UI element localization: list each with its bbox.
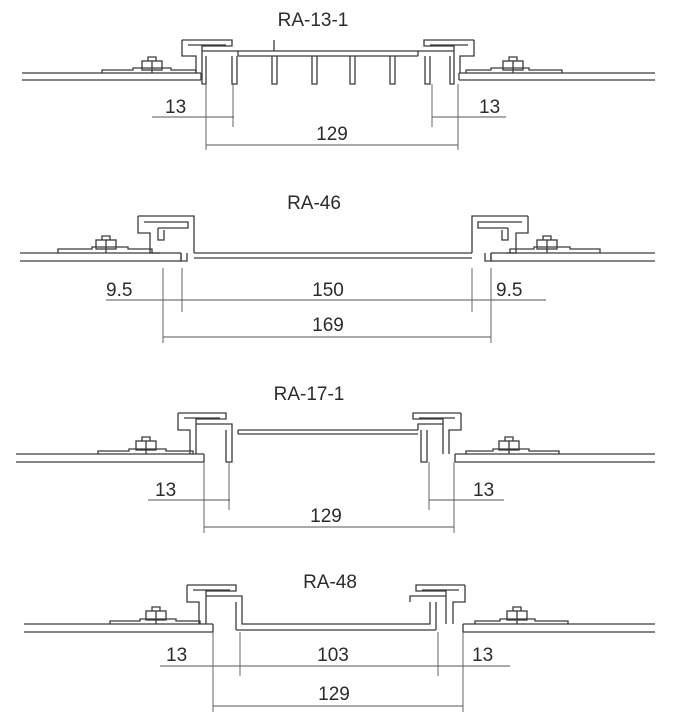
inner-dimension: 150 bbox=[312, 280, 344, 301]
ceiling-slab-left bbox=[20, 252, 182, 262]
frame-left bbox=[181, 39, 239, 85]
dimension-lines bbox=[152, 84, 506, 150]
frame-left bbox=[186, 584, 243, 630]
total-dimension: 169 bbox=[312, 315, 344, 336]
right-dimension: 9.5 bbox=[496, 280, 522, 301]
anchor-bolt-left bbox=[109, 606, 201, 624]
left-dimension: 13 bbox=[165, 97, 186, 118]
grille-fins bbox=[231, 40, 431, 85]
left-dimension: 9.5 bbox=[106, 280, 132, 301]
dimension-lines bbox=[148, 462, 504, 533]
frame-right bbox=[412, 412, 462, 463]
frame-right bbox=[409, 584, 466, 630]
anchor-bolt-left bbox=[101, 56, 197, 73]
dimension-lines bbox=[160, 632, 510, 712]
grille-face bbox=[237, 429, 418, 435]
total-dimension: 129 bbox=[310, 506, 342, 527]
section-title: RA-48 bbox=[303, 572, 357, 593]
ceiling-slab-right bbox=[490, 252, 655, 262]
grille-top bbox=[238, 50, 418, 57]
section-title: RA-46 bbox=[287, 193, 341, 214]
right-dimension: 13 bbox=[472, 645, 493, 666]
dimension-lines bbox=[106, 268, 546, 343]
right-dimension: 13 bbox=[473, 480, 494, 501]
total-dimension: 129 bbox=[318, 684, 350, 705]
ceiling-slab-right bbox=[458, 72, 655, 81]
left-dimension: 13 bbox=[166, 645, 187, 666]
anchor-bolt-right bbox=[465, 56, 563, 73]
frame-right bbox=[471, 215, 529, 262]
section-ra-46: RA-46 9.5 9.5 150 169 bbox=[20, 193, 655, 343]
ceiling-slab-right bbox=[454, 453, 655, 463]
section-ra-48: RA-48 13 13 103 129 bbox=[24, 572, 655, 712]
anchor-bolt-left bbox=[57, 235, 153, 253]
anchor-bolt-right bbox=[509, 235, 601, 253]
section-ra-17-1: RA-17-1 13 13 129 bbox=[16, 384, 655, 533]
grille-tray bbox=[236, 602, 436, 631]
ceiling-slab-left bbox=[16, 453, 205, 463]
ceiling-slab-left bbox=[22, 72, 202, 81]
frame-left bbox=[137, 215, 195, 262]
frame-right bbox=[417, 39, 475, 85]
ceiling-slab-left bbox=[24, 623, 214, 633]
total-dimension: 129 bbox=[316, 124, 348, 145]
ceiling-slab-right bbox=[462, 623, 655, 633]
right-dimension: 13 bbox=[479, 97, 500, 118]
frame-left bbox=[177, 412, 233, 463]
section-title: RA-17-1 bbox=[274, 384, 345, 405]
section-title: RA-13-1 bbox=[278, 10, 349, 31]
left-dimension: 13 bbox=[155, 480, 176, 501]
grille-face bbox=[194, 252, 472, 259]
section-ra-13-1: RA-13-1 bbox=[22, 10, 655, 150]
inner-dimension: 103 bbox=[317, 645, 349, 666]
anchor-bolt-left bbox=[97, 436, 194, 454]
anchor-bolt-right bbox=[474, 606, 569, 624]
anchor-bolt-right bbox=[465, 436, 560, 454]
